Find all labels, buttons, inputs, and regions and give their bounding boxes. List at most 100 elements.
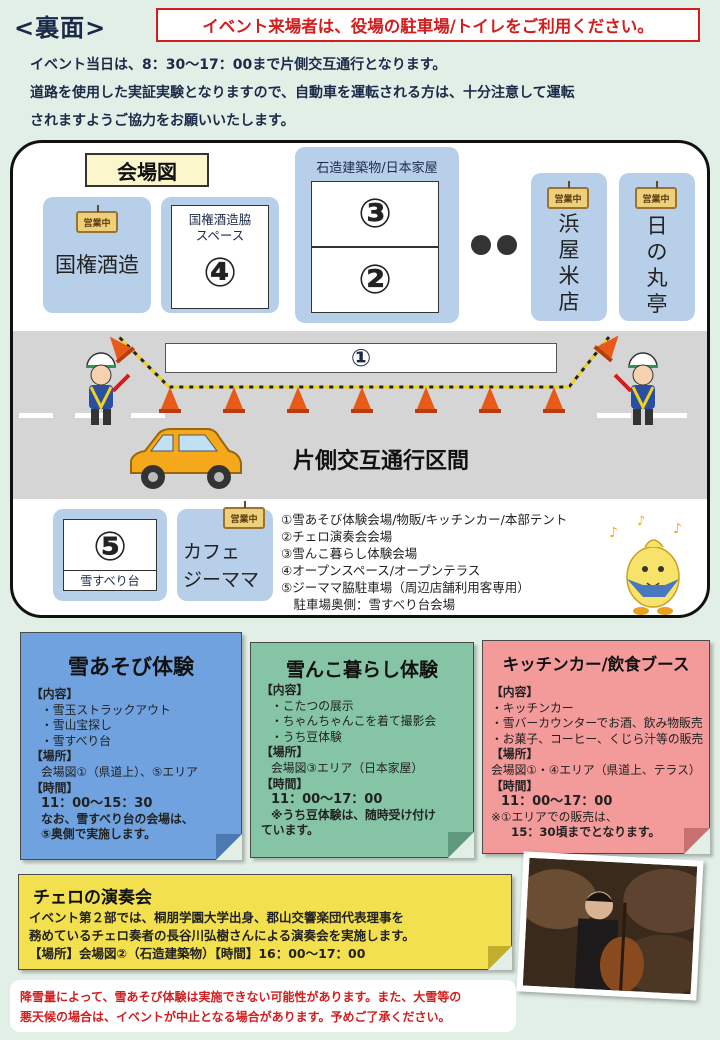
detail-line: 【内容】 <box>261 683 309 697</box>
detail-line: 会場図①（県道上）、⑤エリア <box>41 764 198 779</box>
legend-item: ①雪あそび体験会場/物販/キッチンカー/本部テント <box>281 512 568 527</box>
one-side-traffic-section-label: 片側交互通行区間 <box>293 449 470 474</box>
traffic-cone-icon <box>415 387 437 413</box>
folded-corner <box>448 832 474 858</box>
traffic-cone-icon <box>543 387 565 413</box>
hamaya-rice-shop-building: 営業中 浜 屋 米 店 <box>531 173 607 321</box>
detail-line: ・キッチンカー <box>491 700 574 715</box>
detail-line: 【内容】 <box>491 685 539 699</box>
stone-building-label: 石造建築物/日本家屋 <box>316 161 438 176</box>
traffic-cone-icon <box>351 387 373 413</box>
detail-line: イベント第２部では、桐朋学園大学出身、郡山交響楽団代表理事を <box>29 910 405 925</box>
cellist-photo <box>516 851 712 1001</box>
detail-line: ・こたつの展示 <box>271 698 354 713</box>
kitchen-car-title: キッチンカー/飲食ブース <box>502 655 690 674</box>
cello-concert-box: チェロの演奏会 イベント第２部では、桐朋学園大学出身、郡山交響楽団代表理事を 務… <box>18 874 512 970</box>
cello-concert-details: イベント第２部では、桐朋学園大学出身、郡山交響楽団代表理事を 務めているチェロ奏… <box>29 909 415 963</box>
weather-warning-line-1: 降雪量によって、雪あそび体験は実施できない可能性があります。また、大雪等の <box>20 990 462 1004</box>
hamaya-char: 浜 <box>558 212 580 236</box>
venue-map: 会場図 営業中 国権酒造 国権酒造脇 スペース ④ 石造建築物/日本家屋 ③ ②… <box>10 140 710 618</box>
kokken-side-label-2: スペース <box>195 228 245 243</box>
area-2-space: ② <box>311 247 439 313</box>
kokken-brewery-label: 国権酒造 <box>55 253 139 277</box>
detail-line: ⑤奥側で実施します。 <box>41 827 156 842</box>
road-lane-dash <box>131 413 165 418</box>
detail-line: なお、雪すべり台の会場は、 <box>41 811 194 826</box>
detail-line: 【場所】 <box>261 745 309 760</box>
kokken-side-label-1: 国権酒造脇 <box>188 212 252 227</box>
area-5-building: ⑤ 雪すべり台 <box>53 509 167 601</box>
kitchen-car-details: 【内容】 ・キッチンカー ・雪バーカウンターでお酒、飲み物販売 ・お菓子、コーヒ… <box>491 685 703 841</box>
cafe-gmama-building: 営業中 カフェ ジーママ <box>177 501 273 601</box>
hinomaru-char: 亭 <box>646 292 668 316</box>
detail-line: 【時間】 <box>31 780 79 795</box>
detail-line: ・雪玉ストラックアウト <box>41 702 171 717</box>
kokken-side-label: 国権酒造脇 スペース <box>172 212 268 244</box>
detail-line: ・雪山宝探し <box>41 718 112 733</box>
detail-line: 11：00〜17：00 <box>271 792 383 808</box>
hinomaru-restaurant-building: 営業中 日 の 丸 亭 <box>619 173 695 321</box>
detail-line: 【時間】 <box>261 776 309 791</box>
snow-life-title: 雪んこ暮らし体験 <box>285 659 438 681</box>
detail-line: 【場所】 <box>31 749 79 764</box>
road-lane-dash <box>653 413 687 418</box>
detail-line: 【場所】 <box>491 747 539 762</box>
hinomaru-char: の <box>646 240 668 264</box>
detail-line: 会場図①・④エリア（県道上、テラス） <box>491 762 701 777</box>
snow-play-details: 【内容】 ・雪玉ストラックアウト ・雪山宝探し ・雪すべり台 【場所】 会場図①… <box>31 687 198 843</box>
detail-line: 11：00〜15：30 <box>41 796 153 812</box>
ellipsis-dot-icon <box>497 235 517 255</box>
legend-item: 駐車場奥側：雪すべり台会場 <box>281 597 456 612</box>
back-side-heading: <裏面> <box>14 14 107 42</box>
detail-line: ・雪すべり台 <box>41 733 111 748</box>
detail-line: ています。 <box>261 823 319 838</box>
svg-text:♪: ♪ <box>673 521 682 537</box>
hinomaru-char: 日 <box>646 214 668 238</box>
traffic-cone-icon <box>479 387 501 413</box>
hamaya-rice-shop-label: 浜 屋 米 店 <box>556 211 582 315</box>
detail-line: ・雪バーカウンターでお酒、飲み物販売 <box>491 716 703 731</box>
detail-line: 15：30頃までとなります。 <box>511 825 661 840</box>
detail-line: 【内容】 <box>31 687 79 701</box>
detail-line: 務めているチェロ奏者の長谷川弘樹さんによる演奏会を実施します。 <box>29 928 415 943</box>
folded-corner <box>684 828 710 854</box>
weather-warning-box: 降雪量によって、雪あそび体験は実施できない可能性があります。また、大雪等の 悪天… <box>10 980 516 1032</box>
legend-item: ⑤ジーママ脇駐車場（周辺店舗利用客専用） <box>281 580 530 595</box>
detail-line: ・お菓子、コーヒー、くじら汁等の販売 <box>491 731 704 746</box>
detail-line: 【場所】会場図②（石造建築物）【時間】16：00〜17：00 <box>29 946 366 961</box>
gmama-label: ジーママ <box>183 569 260 591</box>
folded-corner <box>488 946 512 970</box>
area-3-space: ③ <box>311 181 439 247</box>
hamaya-char: 屋 <box>558 238 580 262</box>
kitchen-car-box: キッチンカー/飲食ブース 【内容】 ・キッチンカー ・雪バーカウンターでお酒、飲… <box>482 640 710 854</box>
road-lane-dash <box>19 413 53 418</box>
intro-line-2: 道路を使用した実証実験となりますので、自動車を運転される方は、十分注意して運転 <box>30 85 575 101</box>
snow-play-title: 雪あそび体験 <box>68 655 194 679</box>
traffic-guard-right-icon <box>613 352 658 425</box>
traffic-cone-icon <box>287 387 309 413</box>
mascot-character-icon: ♪ ♪ ♪ <box>609 514 682 615</box>
detail-line: ※①エリアでの販売は、 <box>491 809 618 824</box>
cellist-photo-image <box>517 857 712 995</box>
hamaya-char: 米 <box>558 264 580 288</box>
open-sign: 営業中 <box>547 181 589 209</box>
detail-line: ・うち豆体験 <box>271 729 342 744</box>
legend-item: ④オープンスペース/オープンテラス <box>281 563 481 578</box>
legend-item: ②チェロ演奏会会場 <box>281 529 393 544</box>
weather-warning-line-2: 悪天候の場合は、イベントが中止となる場合があります。予めご了承ください。 <box>20 1010 451 1024</box>
traffic-cone-icon <box>159 387 181 413</box>
snow-play-box: 雪あそび体験 【内容】 ・雪玉ストラックアウト ・雪山宝探し ・雪すべり台 【場… <box>20 632 242 860</box>
detail-line: 会場図③エリア（日本家屋） <box>271 760 424 775</box>
snow-life-box: 雪んこ暮らし体験 【内容】 ・こたつの展示 ・ちゃんちゃんこを着て撮影会 ・うち… <box>250 642 474 858</box>
detail-line: 【時間】 <box>491 778 539 793</box>
area-4-space: 国権酒造脇 スペース ④ <box>171 205 269 309</box>
taxi-car-icon <box>130 428 242 489</box>
traffic-cone-icon <box>223 387 245 413</box>
road-lane-dash <box>597 413 631 418</box>
folded-corner <box>216 834 242 860</box>
intro-line-1: イベント当日は、8：30〜17：00まで片側交互通行となります。 <box>30 57 447 73</box>
traffic-guard-left-icon <box>86 352 131 425</box>
svg-text:♪: ♪ <box>609 525 618 541</box>
area-5-space: ⑤ 雪すべり台 <box>63 519 157 591</box>
open-sign: 営業中 <box>223 501 265 529</box>
